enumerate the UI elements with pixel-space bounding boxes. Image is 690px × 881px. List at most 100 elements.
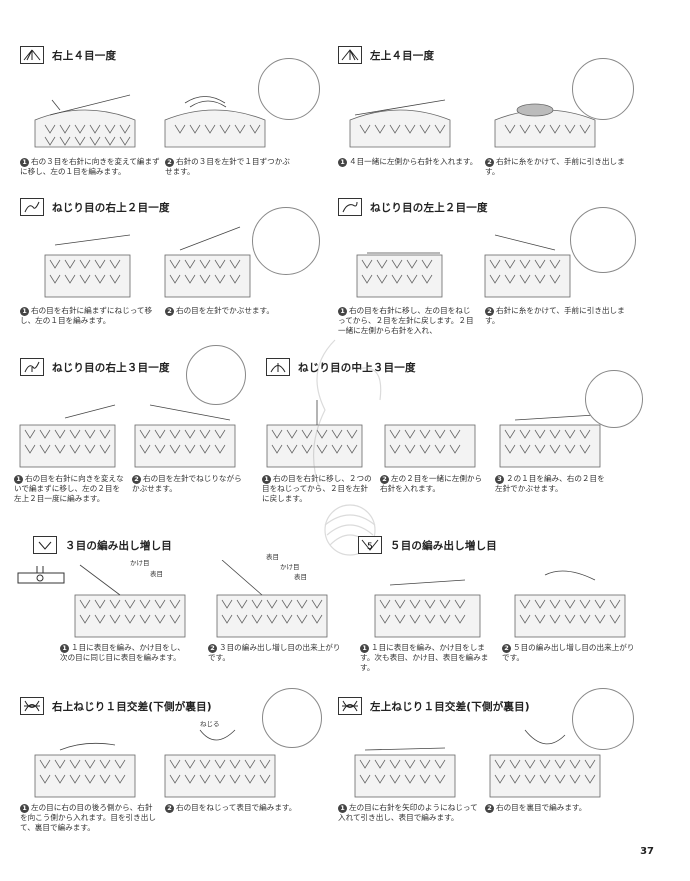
step-number: 3 <box>495 474 504 484</box>
step-number: 2 <box>380 474 389 484</box>
caption-text: 右の目を右針に編まずにねじって移し、左の１目を編みます。 <box>20 306 153 325</box>
section-title-twisted-right-3-dec: ねじり目の右上３目一度 <box>20 358 170 376</box>
caption-text: ３目の編み出し増し目の出来上がりです。 <box>208 643 341 662</box>
caption-text: 右の目を左針でねじりながらかぶせます。 <box>132 474 242 493</box>
caption-text: ４目一緒に左側から右針を入れます。 <box>349 157 478 166</box>
twisted-left-2-dec-symbol-icon <box>338 198 362 216</box>
step-number: 1 <box>338 306 347 316</box>
label-knit: 表目 <box>294 573 307 581</box>
knit-diagram-6a <box>266 400 363 468</box>
caption-text: 左の目に右針を矢印のようにねじって入れて引き出し、表目で編みます。 <box>338 803 478 822</box>
detail-circle <box>570 207 636 273</box>
twisted-center-3-dec-symbol-icon <box>266 358 290 376</box>
knit-diagram-1a <box>34 94 136 148</box>
label-twist: ねじる <box>200 720 220 728</box>
label-yarn-over: かけ目 <box>130 559 150 567</box>
knit-diagram-10a <box>354 747 456 798</box>
step-number: 2 <box>132 474 141 484</box>
step-number: 1 <box>60 643 69 653</box>
knit-diagram-3a <box>44 234 131 298</box>
left-4-dec-symbol-icon <box>338 46 362 64</box>
twisted-right-3-dec-symbol-icon <box>20 358 44 376</box>
section-title-right-twist-cross: 右上ねじり１目交差(下側が裏目) <box>20 697 212 715</box>
knit-diagram-2b <box>494 103 596 148</box>
knit-diagram-1b <box>164 96 266 148</box>
caption-text: 左の目に右の目の後ろ側から、右針を向こう側から入れます。目を引き出して、裏目で編… <box>20 803 156 832</box>
detail-circle <box>258 58 320 120</box>
caption-text: 右の目を右針に移し、左の目をねじってから、２目を左針に戻します。２目一緒に左側か… <box>338 306 474 335</box>
caption-text: 右の目を裏目で編みます。 <box>496 803 587 812</box>
knit-diagram-6b <box>384 424 476 468</box>
section-title-5-inc: 5 ５目の編み出し増し目 <box>358 536 497 554</box>
caption-text: 右の３目を右針に向きを変えて編まずに移し、左の１目を編みます。 <box>20 157 160 176</box>
step-number: 2 <box>485 157 494 167</box>
knit-diagram-2a <box>349 99 451 148</box>
right-twist-cross-symbol-icon <box>20 697 44 715</box>
section-title-left-twist-cross: 左上ねじり１目交差(下側が裏目) <box>338 697 530 715</box>
section-title-text: 右上４目一度 <box>52 49 117 62</box>
section-title-text: ねじり目の中上３目一度 <box>298 361 416 374</box>
caption-text: 右の目をねじって表目で編みます。 <box>176 803 297 812</box>
detail-circle <box>572 688 634 750</box>
detail-circle <box>262 688 322 748</box>
step-number: 1 <box>20 157 29 167</box>
knit-diagram-8b <box>514 570 626 638</box>
3-inc-chart-icon <box>17 566 65 584</box>
section-title-text: ねじり目の右上３目一度 <box>52 361 170 374</box>
svg-text:5: 5 <box>367 542 373 552</box>
section-title-3-inc: ３目の編み出し増し目 <box>33 536 172 554</box>
step-number: 2 <box>165 803 174 813</box>
step-number: 1 <box>338 803 347 813</box>
knit-diagram-4b <box>484 234 571 298</box>
caption-text: 右針に糸をかけて、手前に引き出します。 <box>485 306 625 325</box>
twisted-right-2-dec-symbol-icon <box>20 198 44 216</box>
detail-circle <box>585 370 643 428</box>
section-title-left-4-dec: 左上４目一度 <box>338 46 434 64</box>
step-number: 2 <box>485 803 494 813</box>
detail-circle <box>252 207 320 275</box>
knit-diagram-9b <box>164 729 276 798</box>
step-number: 2 <box>485 306 494 316</box>
5-inc-symbol-icon: 5 <box>358 536 382 554</box>
caption-text: １目に表目を編み、かけ目をします。次も表目、かけ目、表目を編みます。 <box>360 643 489 672</box>
right-4-dec-symbol-icon <box>20 46 44 64</box>
step-number: 1 <box>20 306 29 316</box>
caption-text: ２の１目を編み、右の２目を左針でかぶせます。 <box>495 474 605 493</box>
caption-text: １目に表目を編み、かけ目をし、次の目に同じ目に表目を編みます。 <box>60 643 185 662</box>
caption-text: 左の２目を一緒に左側から右針を入れます。 <box>380 474 483 493</box>
step-number: 1 <box>14 474 23 484</box>
label-yarn-over: かけ目 <box>280 563 300 571</box>
step-number: 1 <box>360 643 369 653</box>
knit-diagram-9a <box>34 742 136 798</box>
section-title-twisted-right-2-dec: ねじり目の右上２目一度 <box>20 198 170 216</box>
step-number: 2 <box>165 157 174 167</box>
section-title-text: ねじり目の右上２目一度 <box>52 201 170 214</box>
section-title-text: ３目の編み出し増し目 <box>65 539 172 552</box>
left-twist-cross-symbol-icon <box>338 697 362 715</box>
caption-text: 右針に糸をかけて、手前に引き出します。 <box>485 157 625 176</box>
section-title-right-4-dec: 右上４目一度 <box>20 46 116 64</box>
knit-diagram-5a <box>19 404 116 468</box>
section-title-twisted-center-3-dec: ねじり目の中上３目一度 <box>266 358 416 376</box>
knit-diagram-7b <box>216 560 328 638</box>
page-number: 37 <box>640 846 654 857</box>
yarn-ball-watermark-icon <box>313 339 382 556</box>
knit-diagram-6c <box>499 414 601 468</box>
caption-text: 右の目を左針でかぶせます。 <box>176 306 274 315</box>
